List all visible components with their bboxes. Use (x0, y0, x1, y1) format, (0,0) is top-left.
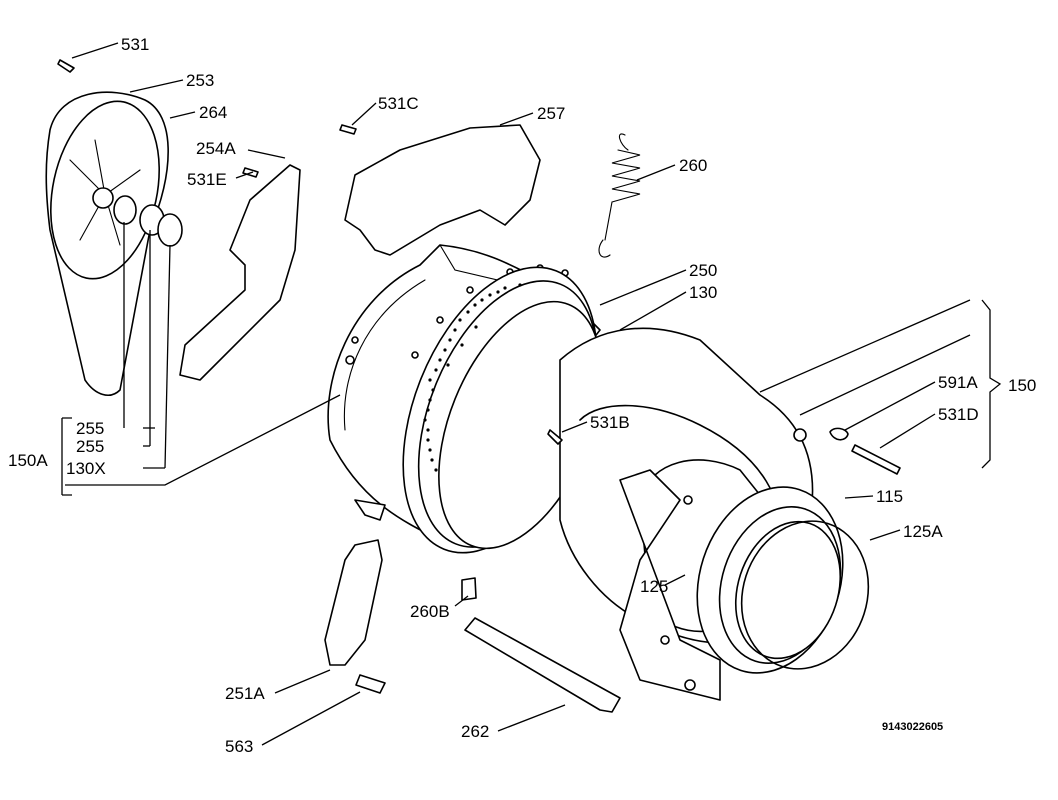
drum-pulley (45, 91, 183, 396)
label-254a: 254A (196, 139, 236, 158)
label-591a: 591A (938, 373, 978, 392)
label-115: 115 (876, 487, 903, 506)
drawing-code: 9143022605 (882, 721, 943, 733)
counterweight (344, 124, 541, 256)
leader-lines (61, 42, 1002, 746)
label-262: 262 (461, 722, 489, 741)
shock-bolt (355, 674, 386, 694)
label-253: 253 (186, 71, 214, 90)
label-250: 250 (689, 261, 717, 280)
screw-531 (57, 59, 75, 73)
label-255-a: 255 (76, 419, 104, 438)
bearing-3 (157, 213, 183, 247)
bolt-531D (851, 444, 901, 475)
label-130x: 130X (66, 459, 106, 478)
label-125a: 125A (903, 522, 943, 541)
label-150a: 150A (8, 451, 48, 470)
label-125: 125 (640, 577, 668, 596)
washer-591A (829, 427, 849, 441)
screw-531C (339, 124, 357, 135)
label-260b: 260B (410, 602, 450, 621)
suspension-spring (598, 133, 641, 258)
label-255-b: 255 (76, 437, 104, 456)
spring-clip (461, 577, 477, 601)
label-257: 257 (537, 104, 565, 123)
bearing-1 (113, 195, 137, 225)
label-531c: 531C (378, 94, 419, 113)
tub-bracket (179, 164, 301, 381)
door-gasket (696, 486, 844, 674)
shock-absorber (324, 539, 383, 666)
gasket-clamp-ring (740, 520, 870, 670)
label-130: 130 (689, 283, 717, 302)
label-251a: 251A (225, 684, 265, 703)
label-531b: 531B (590, 413, 630, 432)
label-260: 260 (679, 156, 707, 175)
label-531: 531 (121, 35, 149, 54)
label-531d: 531D (938, 405, 979, 424)
label-531e: 531E (187, 170, 227, 189)
screw-531B (547, 429, 563, 445)
label-150: 150 (1008, 376, 1036, 395)
label-563: 563 (225, 737, 253, 756)
mounting-rail (464, 617, 621, 713)
label-264: 264 (199, 103, 227, 122)
part-labels: 531 253 264 254A 531E 531C 257 260 250 1… (8, 35, 1036, 756)
